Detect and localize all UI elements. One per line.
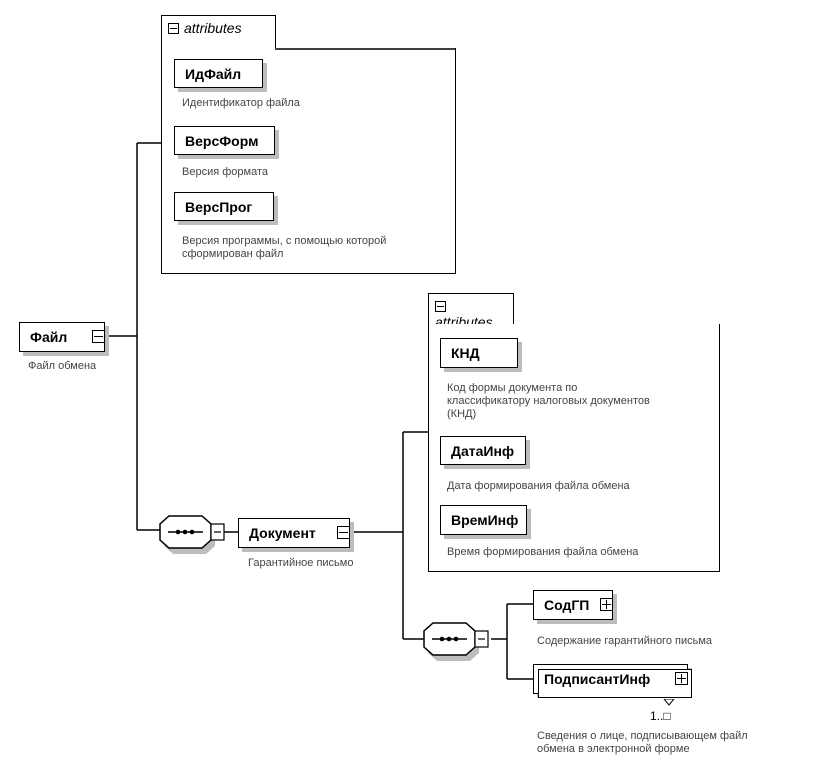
attribute-description: Дата формирования файла обмена: [447, 480, 630, 492]
attribute-node-datainf[interactable]: ДатаИнф: [440, 436, 526, 465]
collapse-icon[interactable]: [337, 526, 350, 539]
expand-icon[interactable]: [600, 598, 613, 611]
element-description: Гарантийное письмо: [248, 557, 354, 569]
sequence-compositor-2[interactable]: [419, 619, 494, 661]
element-description: Файл обмена: [28, 360, 97, 372]
element-node-dokument[interactable]: Документ: [238, 518, 350, 548]
attributes-group-header[interactable]: attributes: [428, 293, 514, 330]
occurrence-label: 1..□: [650, 709, 671, 723]
attribute-description: Время формирования файла обмена: [447, 546, 639, 558]
collapse-icon[interactable]: [92, 330, 105, 343]
element-name: СодГП: [544, 597, 590, 613]
sequence-compositor-1[interactable]: [155, 512, 230, 554]
description-line: (КНД): [447, 408, 477, 420]
attribute-name: ДатаИнф: [451, 442, 515, 459]
element-description: Сведения о лице, подписывающем файл обме…: [537, 730, 748, 756]
attribute-description: Версия формата: [182, 166, 268, 178]
attribute-name: ВремИнф: [451, 512, 519, 528]
description-line: Код формы документа по: [447, 382, 578, 394]
description-line: сформирован файл: [182, 248, 284, 260]
collapse-icon[interactable]: [168, 23, 179, 34]
description-line: Версия программы, с помощью которой: [182, 235, 387, 247]
attribute-name: ВерсПрог: [185, 198, 253, 215]
description-line: классификатору налоговых документов: [447, 395, 650, 407]
element-name: ПодписантИнф: [544, 671, 651, 687]
element-node-fail[interactable]: Файл: [19, 322, 105, 352]
description-line: Сведения о лице, подписывающем файл: [537, 730, 748, 742]
attribute-description: Код формы документа по классификатору на…: [447, 382, 650, 421]
attribute-node-idfail[interactable]: ИдФайл: [174, 59, 263, 88]
attribute-node-versform[interactable]: ВерсФорм: [174, 126, 275, 155]
element-description: Содержание гарантийного письма: [537, 635, 713, 647]
element-name: Документ: [249, 525, 316, 541]
attribute-node-vreminf[interactable]: ВремИнф: [440, 505, 527, 535]
expand-icon[interactable]: [675, 672, 688, 685]
attribute-name: ИдФайл: [185, 65, 242, 82]
element-node-podpisantinf[interactable]: ПодписантИнф: [533, 664, 692, 698]
attribute-description: Идентификатор файла: [182, 97, 300, 109]
attribute-name: ВерсФорм: [185, 132, 259, 149]
element-node-sodgp[interactable]: СодГП: [533, 590, 613, 620]
attributes-label: attributes: [184, 20, 242, 36]
attribute-node-versprog[interactable]: ВерсПрог: [174, 192, 274, 221]
description-line: обмена в электронной форме: [537, 743, 690, 755]
attributes-group-header[interactable]: attributes: [161, 15, 276, 51]
attribute-name: КНД: [451, 345, 480, 361]
collapse-icon[interactable]: [435, 301, 446, 312]
occurrence-marker-icon: [663, 699, 675, 706]
attribute-description: Версия программы, с помощью которой сфор…: [182, 235, 386, 261]
element-name: Файл: [30, 329, 68, 345]
attribute-node-knd[interactable]: КНД: [440, 338, 518, 368]
